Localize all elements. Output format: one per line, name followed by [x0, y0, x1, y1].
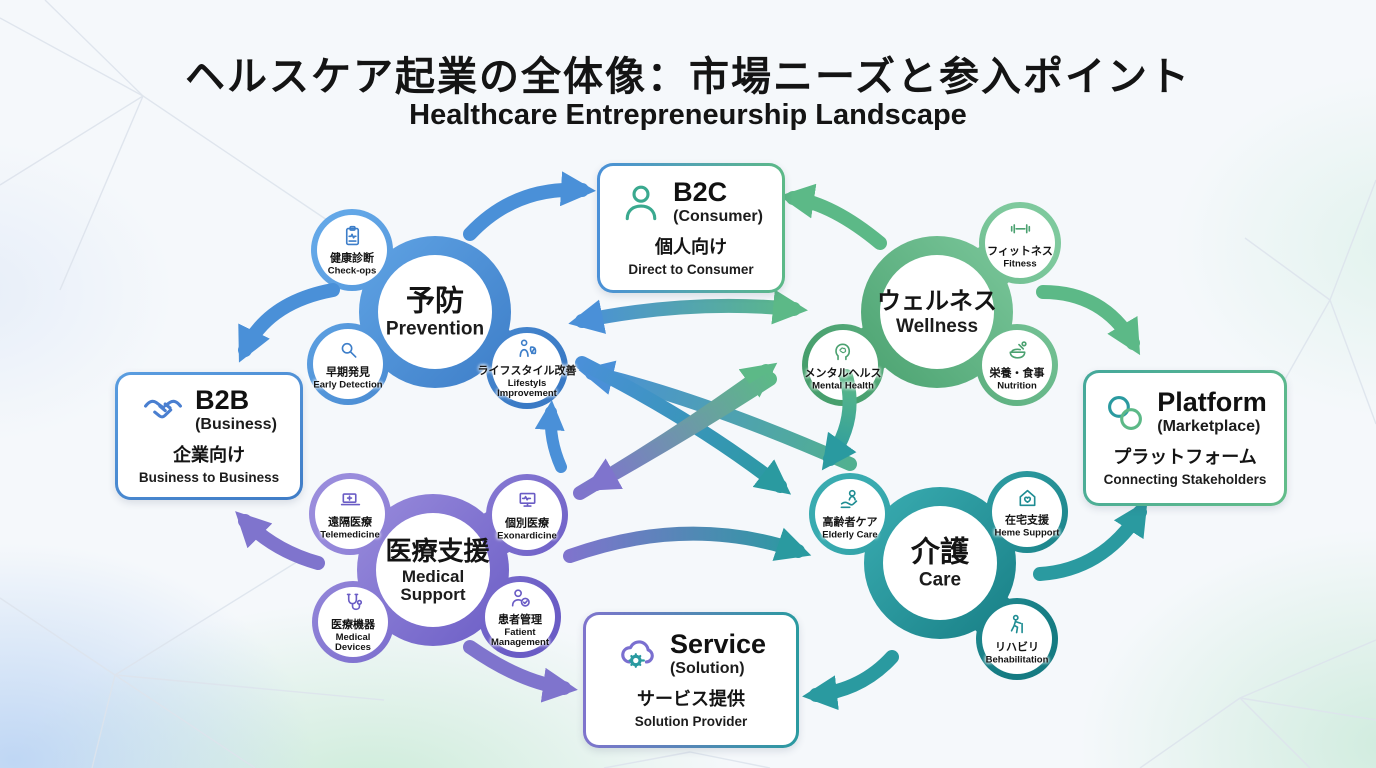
satellite-label-jp: 在宅支援 [1005, 514, 1049, 527]
satellite-label-jp: 遠隔医療 [328, 516, 372, 529]
satellite-label-en: Heme Support [994, 527, 1060, 539]
satellite-label-jp: 個別医療 [505, 517, 549, 530]
satellite-label-jp: 健康診断 [330, 252, 374, 265]
platform-sub: (Marketplace) [1157, 418, 1261, 436]
platform-en: Connecting Stakeholders [1103, 471, 1267, 487]
satellite-checkups: 健康診断 Check-ops [286, 223, 418, 276]
b2b-name: B2B [195, 385, 250, 416]
satellite-label-en: Behabilitation [985, 654, 1049, 666]
bowl-icon [1006, 338, 1029, 363]
satellite-label-jp: 患者管理 [498, 614, 542, 627]
stethoscope-icon [342, 590, 365, 615]
hand-person-icon [839, 487, 862, 512]
satellite-label-en: Mental Health [812, 380, 874, 392]
satellite-home-support: 在宅支援 Heme Support [961, 485, 1093, 538]
satellite-rehabilitation: リハビリ Behabilitation [951, 612, 1083, 665]
hub-care-jp: 介護 [910, 536, 969, 569]
person-icon [619, 181, 663, 225]
satellite-mental-health: メンタルヘルス Mental Health [777, 338, 909, 391]
service-name: Service [669, 629, 767, 660]
satellite-label-jp: メンタルヘルス [804, 367, 882, 380]
b2c-box: B2C (Consumer) 個人向け Direct to Consumer [597, 163, 785, 293]
hub-prevention-en: Prevention [385, 318, 485, 340]
b2b-en: Business to Business [138, 469, 280, 485]
satellite-patient-management: 患者管理 Fatient Management [454, 585, 586, 649]
satellite-nutrition: 栄養・食事 Nutrition [951, 338, 1083, 391]
satellite-label-jp: フィットネス [987, 245, 1053, 258]
satellite-label-en: Exonardicine [497, 530, 557, 542]
satellite-label-en: Elderly Care [822, 529, 878, 541]
b2b-jp: 企業向け [173, 444, 245, 465]
person-check-icon [509, 585, 532, 610]
satellite-early-detection: 早期発見 Early Detection [282, 337, 414, 390]
laptop-cross-icon [339, 487, 362, 512]
satellite-label-jp: リハビリ [995, 641, 1039, 654]
satellite-label-jp: 栄養・食事 [989, 367, 1045, 380]
b2c-en: Direct to Consumer [628, 261, 754, 277]
b2b-sub: (Business) [195, 416, 277, 434]
satellite-elderly-care: 高齢者ケア Elderly Care [784, 487, 916, 540]
satellite-label-en: Check-ops [327, 265, 377, 277]
satellite-label-en: Fatient Management [490, 627, 550, 649]
satellite-fitness: フィットネス Fitness [954, 216, 1086, 269]
satellite-medical-devices: 医療機器 Medical Devices [287, 590, 419, 654]
magnifier-icon [337, 337, 360, 362]
b2b-box: B2B (Business) 企業向け Business to Business [115, 372, 303, 500]
page-subtitle: Healthcare Entrepreneurship Landscape [409, 99, 967, 131]
satellite-label-en: Lifestyls Improvement [497, 378, 557, 400]
hub-prevention: 予防 Prevention [365, 286, 505, 339]
platform-box: Platform (Marketplace) プラットフォーム Connecti… [1083, 370, 1287, 506]
person-cane-icon [1006, 612, 1029, 637]
service-en: Solution Provider [634, 713, 748, 729]
hub-care: 介護 Care [870, 537, 1010, 590]
b2c-sub: (Consumer) [673, 208, 763, 226]
service-box: Service (Solution) サービス提供 Solution Provi… [583, 612, 799, 748]
platform-jp: プラットフォーム [1113, 446, 1257, 467]
hub-wellness-en: Wellness [895, 316, 979, 338]
satellite-label-en: Nutrition [997, 380, 1037, 392]
satellite-label-en: Medical Devices [335, 632, 371, 654]
service-sub: (Solution) [669, 660, 745, 678]
satellite-label-en: Telemedicine [320, 529, 380, 541]
b2c-name: B2C [673, 177, 728, 208]
hub-medical-support: 医療支援 Medical Support [385, 536, 490, 605]
satellite-label-jp: 医療機器 [331, 619, 375, 632]
hub-prevention-jp: 予防 [405, 285, 464, 318]
hub-medical-support-jp: 医療支援 [385, 536, 490, 567]
platform-name: Platform [1157, 387, 1267, 418]
satellite-label-jp: 高齢者ケア [822, 516, 878, 529]
satellite-label-en: Fitness [1003, 258, 1037, 270]
house-heart-icon [1016, 485, 1039, 510]
clipboard-pulse-icon [341, 223, 364, 248]
cloud-gear-icon [616, 633, 660, 677]
interlocking-loops-icon [1103, 391, 1147, 435]
satellite-label-en: Early Detection [313, 379, 383, 391]
satellite-telemedicine: 遠隔医療 Telemedicine [284, 487, 416, 540]
satellite-label-jp: ライフスタイル改善 [477, 365, 577, 378]
service-jp: サービス提供 [637, 688, 745, 709]
satellite-exonardicine: 個別医療 Exonardicine [461, 488, 593, 541]
handshake-icon [141, 389, 185, 433]
satellite-label-jp: 早期発見 [326, 366, 370, 379]
b2c-jp: 個人向け [655, 236, 727, 257]
hub-wellness: ウェルネス Wellness [867, 289, 1007, 337]
hub-wellness-jp: ウェルネス [877, 287, 997, 315]
head-brain-icon [832, 338, 855, 363]
person-leaf-icon [516, 336, 539, 361]
page-title: ヘルスケア起業の全体像：市場ニーズと参入ポイント [185, 55, 1191, 99]
dumbbell-icon [1009, 216, 1032, 241]
hub-care-en: Care [918, 569, 962, 591]
monitor-pulse-icon [516, 488, 539, 513]
hub-medical-support-en: Medical Support [400, 567, 466, 605]
satellite-lifestyle-improvement: ライフスタイル改善 Lifestyls Improvement [461, 336, 593, 400]
